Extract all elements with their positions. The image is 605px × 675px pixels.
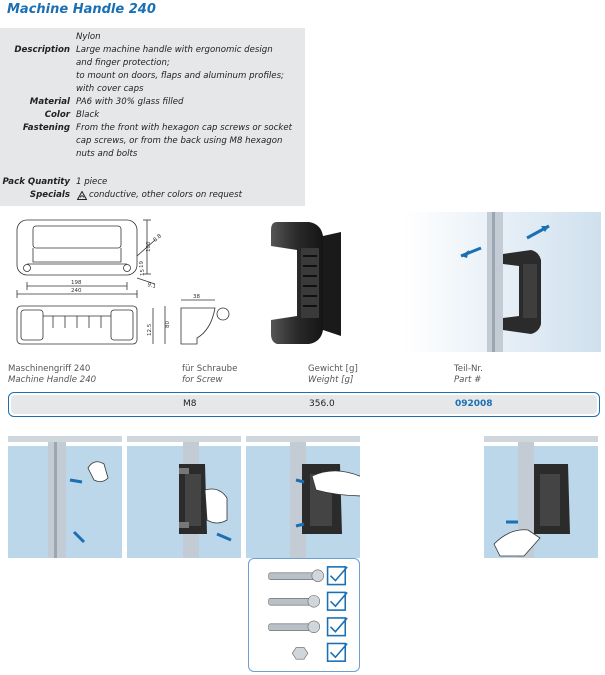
spec-value: cap screws, or from the back using M8 he… [76,136,283,146]
screw-icon [268,569,324,582]
spec-label: Color [44,110,70,120]
spec-value: PA6 with 30% glass filled [76,97,184,107]
screw-icon [268,595,321,608]
dimension-label: 80 [165,321,171,328]
dimension-drawing: 198 240 100 8.8 19 38 80 12.5 15 9.1 [16,219,230,345]
column-header: for Screw [182,375,223,385]
mounting-step-4 [484,434,598,558]
spec-label: Description [14,45,70,55]
spec-panel: Nylon Description Large machine handle w… [0,28,305,206]
checkmark-icon [326,591,348,611]
table-row[interactable]: M8 356.0 092008 [8,392,600,417]
nut-icon [291,647,309,660]
esd-icon [77,191,87,200]
mounting-step-2 [127,434,241,558]
dimension-label: 100 [146,241,152,252]
spec-value: From the front with hexagon cap screws o… [76,123,293,133]
mounted-handle-photo [403,212,601,352]
hand-icon [493,529,541,557]
spec-value: to mount on doors, flaps and aluminum pr… [76,71,284,81]
spec-label: Fastening [22,123,70,133]
checkmark-icon [326,566,348,586]
spec-value: nuts and bolts [76,149,138,159]
spec-label: Material [29,97,70,107]
mounting-step-3 [246,434,360,558]
weight-cell: 356.0 [309,399,335,409]
table-row-fill [11,395,597,414]
screw-options-panel [248,558,360,672]
spec-value: with cover caps [76,84,144,94]
column-header: Maschinengriff 240 [8,364,91,374]
column-header: Gewicht [g] [308,364,358,374]
spec-value: Nylon [76,32,101,42]
dimension-label: 9.1 [146,282,156,290]
page-title: Machine Handle 240 [7,2,156,17]
column-header: Teil-Nr. [454,364,483,374]
dimension-label: 19 [139,261,145,268]
hand-icon [87,461,109,482]
dimension-label: 15 [140,269,146,276]
hand-icon [204,488,228,524]
column-header: Weight [g] [308,375,354,385]
screw-cell: M8 [183,399,197,409]
spec-value: 1 piece [76,177,108,187]
dimension-label: 198 [71,280,82,286]
spec-value: Black [76,110,100,120]
spec-value: and finger protection; [76,58,170,68]
column-headers: Maschinengriff 240 Machine Handle 240 fü… [8,364,598,388]
spec-value: conductive, other colors on request [89,190,242,200]
dimension-label: 8.8 [152,233,163,244]
screw-icon [268,620,321,633]
checkmark-icon [326,642,348,662]
spec-value: Large machine handle with ergonomic desi… [76,45,273,55]
spec-label: Pack Quantity [2,177,70,187]
spec-label: Specials [29,190,70,200]
hand-icon [311,470,360,497]
dimension-label: 240 [71,288,82,294]
column-header: Machine Handle 240 [8,375,97,385]
mounting-step-1 [8,434,122,558]
product-photo [271,222,341,344]
column-header: für Schraube [182,364,238,374]
dimension-label: 12.5 [147,323,153,336]
dimension-label: 38 [193,294,200,300]
column-header: Part # [454,375,482,385]
checkmark-icon [326,617,348,637]
part-number-link[interactable]: 092008 [455,399,493,409]
